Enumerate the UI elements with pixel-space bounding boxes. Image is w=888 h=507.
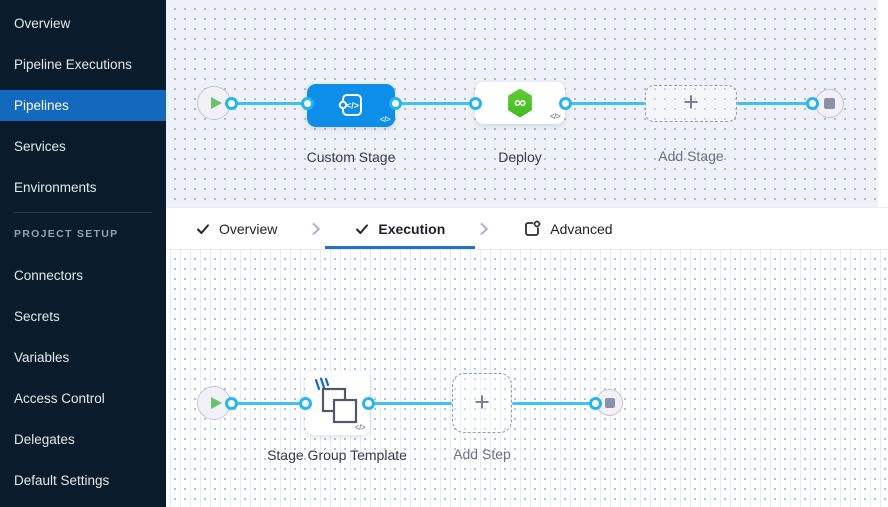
sidebar-item-default-settings[interactable]: Default Settings: [14, 473, 110, 488]
code-chevrons-icon: </>: [549, 112, 561, 121]
check-icon: [197, 223, 209, 234]
add-step-button[interactable]: +: [452, 373, 512, 433]
step-label-stage-group-template: Stage Group Template: [267, 447, 407, 463]
pipeline-end-node[interactable]: [815, 89, 844, 118]
chevron-right-icon: [312, 222, 321, 235]
tab-execution[interactable]: Execution: [325, 208, 476, 249]
sidebar-item-connectors[interactable]: Connectors: [14, 268, 84, 283]
sidebar-item-pipelines[interactable]: Pipelines: [0, 85, 166, 126]
connector-line: [231, 101, 307, 105]
stage-canvas[interactable]: [166, 0, 878, 207]
connector-port[interactable]: [805, 96, 819, 110]
connector-line: [231, 401, 305, 405]
execution-canvas[interactable]: [166, 250, 888, 507]
stage-label-deploy: Deploy: [498, 149, 542, 165]
stage-node-custom-stage[interactable]: </> </>: [307, 84, 395, 127]
stage-group-template-icon: [314, 377, 357, 424]
tab-overview[interactable]: Overview: [166, 208, 307, 249]
sidebar-item-delegates[interactable]: Delegates: [14, 432, 75, 447]
play-icon: [210, 97, 222, 109]
stop-icon: [604, 397, 615, 408]
sidebar: Overview Pipeline Executions Pipelines S…: [0, 0, 166, 507]
connector-line: [512, 401, 595, 405]
project-setup-section-label: PROJECT SETUP: [14, 228, 119, 240]
pipeline-tabbar: Overview Execution Advanced: [166, 207, 888, 250]
connector-port[interactable]: [224, 396, 238, 410]
sidebar-item-overview[interactable]: Overview: [14, 16, 71, 31]
add-stage-button[interactable]: +: [645, 85, 737, 122]
sidebar-item-environments[interactable]: Environments: [14, 180, 97, 195]
play-icon: [210, 397, 222, 409]
connector-port[interactable]: [388, 96, 402, 110]
stop-icon: [824, 98, 835, 109]
code-chevrons-icon: </>: [354, 423, 366, 432]
connector-port[interactable]: [298, 396, 312, 410]
connector-port[interactable]: [588, 396, 602, 410]
chevron-right-icon: [480, 222, 489, 235]
custom-stage-icon: </>: [338, 94, 362, 116]
tab-separator: [475, 208, 493, 249]
connector-line: [737, 101, 812, 105]
advanced-gear-box-icon: [525, 220, 541, 236]
connector-line: [565, 101, 645, 105]
stage-node-deploy[interactable]: ∞ </>: [475, 82, 565, 124]
code-chevrons-icon: </>: [379, 115, 391, 124]
connector-line: [368, 401, 452, 405]
sidebar-item-services[interactable]: Services: [14, 139, 66, 154]
tab-advanced-label: Advanced: [550, 220, 613, 237]
plus-icon: +: [474, 386, 490, 417]
step-node-stage-group-template[interactable]: </>: [305, 371, 370, 435]
svg-text:</>: </>: [346, 101, 359, 111]
connector-port[interactable]: [300, 96, 314, 110]
tab-advanced[interactable]: Advanced: [493, 208, 642, 249]
sidebar-item-access-control[interactable]: Access Control: [14, 391, 105, 406]
add-step-label: Add Step: [453, 446, 511, 462]
sidebar-item-pipeline-executions[interactable]: Pipeline Executions: [14, 57, 132, 72]
tab-overview-label: Overview: [219, 220, 278, 237]
connector-port[interactable]: [361, 396, 375, 410]
pipeline-studio-main: Overview Execution Advanced: [166, 0, 888, 507]
stage-label-custom-stage: Custom Stage: [306, 149, 396, 165]
plus-icon: +: [683, 87, 699, 117]
connector-line: [395, 101, 475, 105]
sidebar-item-variables[interactable]: Variables: [14, 350, 70, 365]
deploy-hexagon-icon: ∞: [508, 88, 532, 118]
tab-separator: [307, 208, 325, 249]
connector-port[interactable]: [558, 96, 572, 110]
connector-port[interactable]: [468, 96, 482, 110]
check-icon: [356, 223, 369, 234]
add-stage-label: Add Stage: [658, 148, 724, 164]
sidebar-item-secrets[interactable]: Secrets: [14, 309, 60, 324]
tab-execution-label: Execution: [378, 220, 446, 237]
sidebar-divider: [14, 212, 152, 213]
connector-port[interactable]: [224, 96, 238, 110]
cd-infinity-icon: ∞: [513, 93, 527, 112]
